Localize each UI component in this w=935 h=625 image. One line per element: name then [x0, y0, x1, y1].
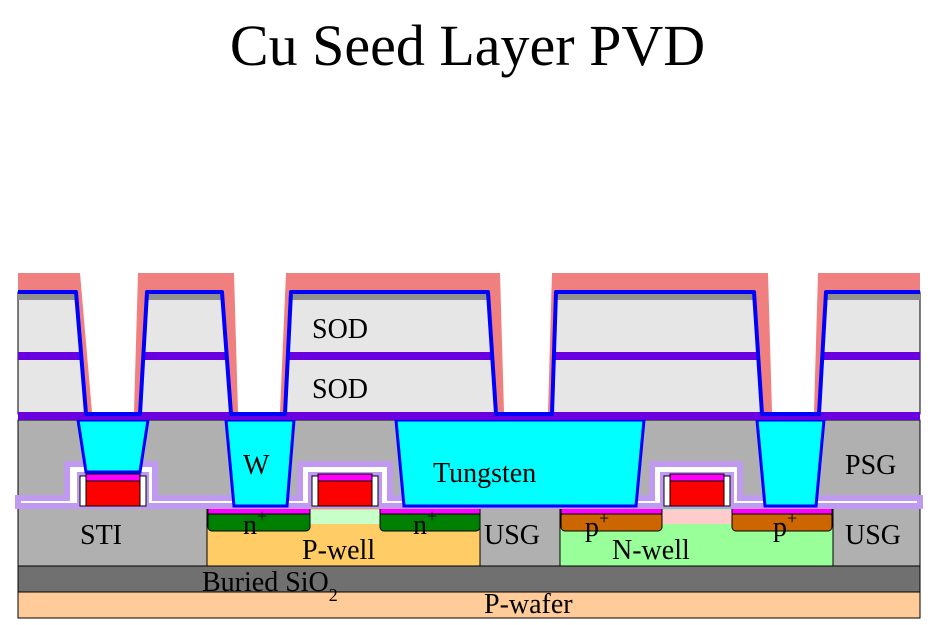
tungsten-label: Tungsten: [433, 458, 536, 489]
sti-label: STI: [80, 520, 122, 551]
tungsten-plug: [76, 418, 150, 474]
sti-region: [17, 505, 208, 567]
tungsten-plug: [755, 418, 826, 508]
usg-region-1: [479, 505, 561, 567]
p-wafer-label: P-wafer: [484, 589, 573, 620]
gate-stack: [660, 472, 734, 507]
p-plus-label: p+: [773, 508, 797, 543]
barrier-layer: [18, 290, 920, 416]
p-plus-region: [560, 511, 663, 532]
n-plus-label: n+: [243, 506, 267, 541]
n-well-label: N-well: [612, 535, 690, 566]
p-plus-label: p+: [585, 508, 609, 543]
usg-label: USG: [845, 520, 901, 551]
p-well-label: P-well: [302, 535, 375, 566]
psg-label: PSG: [845, 450, 896, 481]
top-cap: [18, 292, 920, 300]
sod-upper-label: SOD: [312, 314, 368, 345]
middle-etch-stop: [18, 352, 920, 360]
etch-stop-layer: [18, 412, 920, 420]
n-plus-label: n+: [413, 506, 437, 541]
usg-label: USG: [484, 520, 540, 551]
page-title: Cu Seed Layer PVD: [229, 13, 706, 78]
p-wafer-layer: [17, 591, 921, 619]
gate-stack: [77, 472, 149, 507]
sod-lower-label: SOD: [312, 374, 368, 405]
buried-oxide-layer: [17, 565, 921, 593]
buried-sio2-label: Buried SiO2: [202, 567, 338, 605]
w-label: W: [243, 450, 270, 481]
gate-stack: [308, 472, 382, 507]
usg-region-2: [832, 505, 921, 567]
